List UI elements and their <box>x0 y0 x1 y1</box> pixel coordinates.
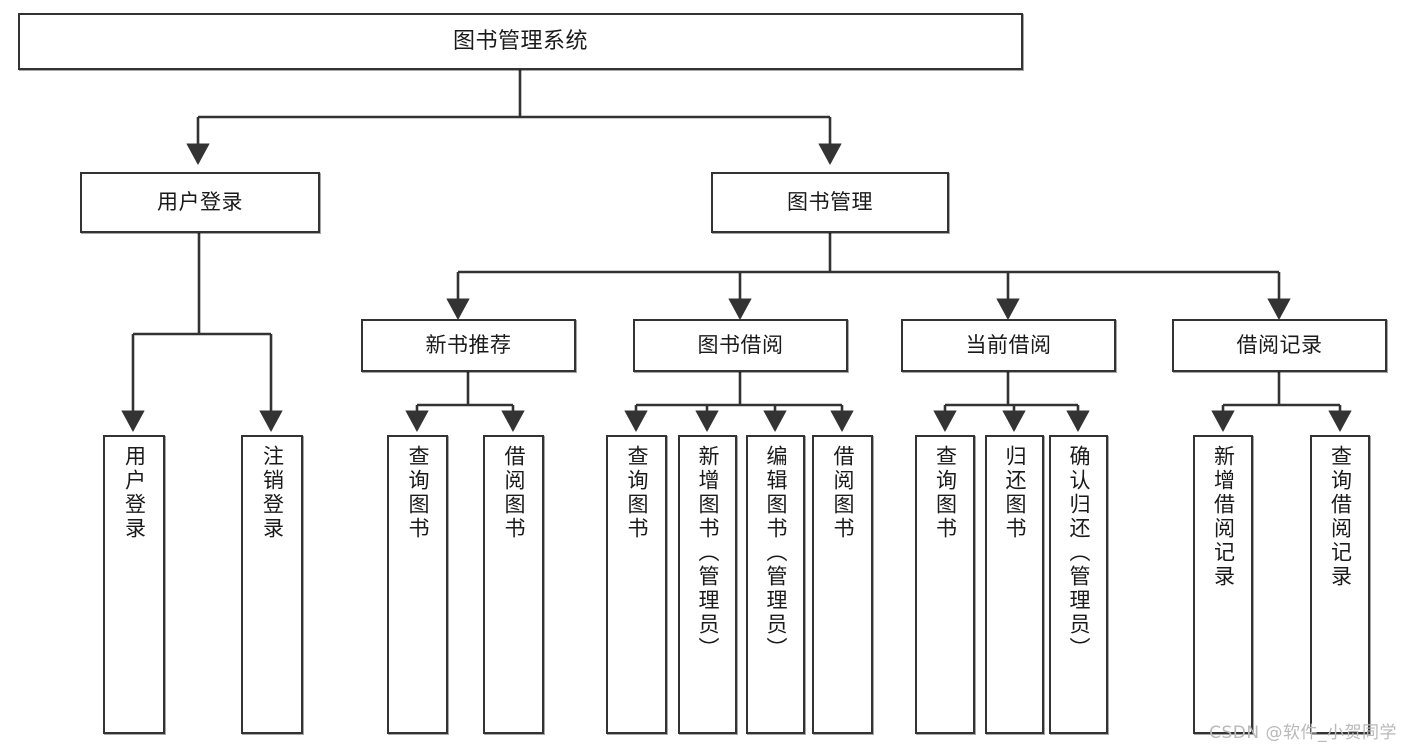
node-leaf-query-book-recommend[interactable]: 查询图书 <box>387 435 448 734</box>
node-leaf-add-book[interactable]: 新增图书（管理员） <box>678 435 737 734</box>
node-leaf-query-borrow-record-label: 查询借阅记录 <box>1328 445 1353 589</box>
node-root-system[interactable]: 图书管理系统 <box>18 13 1023 70</box>
node-book-borrow-label: 图书借阅 <box>697 333 784 358</box>
node-borrow-record-label: 借阅记录 <box>1236 333 1323 358</box>
node-leaf-query-borrow-record[interactable]: 查询借阅记录 <box>1310 435 1370 734</box>
node-leaf-borrow-book[interactable]: 借阅图书 <box>812 435 873 734</box>
node-new-book-recommend-label: 新书推荐 <box>425 333 512 358</box>
node-leaf-add-book-label: 新增图书（管理员） <box>696 445 720 661</box>
node-leaf-query-book-borrow[interactable]: 查询图书 <box>606 435 667 734</box>
node-leaf-query-book-recommend-label: 查询图书 <box>406 445 430 541</box>
node-leaf-query-book-current[interactable]: 查询图书 <box>915 435 975 734</box>
node-leaf-borrow-book-recommend[interactable]: 借阅图书 <box>483 435 544 734</box>
node-leaf-user-login[interactable]: 用户登录 <box>103 435 165 734</box>
node-new-book-recommend[interactable]: 新书推荐 <box>361 319 576 372</box>
node-user-login[interactable]: 用户登录 <box>80 172 320 233</box>
node-leaf-confirm-return-label: 确认归还（管理员） <box>1067 445 1091 661</box>
node-book-management-label: 图书管理 <box>787 190 873 215</box>
node-leaf-return-book[interactable]: 归还图书 <box>985 435 1044 734</box>
node-leaf-add-borrow-record[interactable]: 新增借阅记录 <box>1193 435 1253 734</box>
node-leaf-borrow-book-label: 借阅图书 <box>831 445 855 541</box>
node-leaf-borrow-book-recommend-label: 借阅图书 <box>502 445 526 541</box>
node-book-management[interactable]: 图书管理 <box>711 172 949 233</box>
node-leaf-query-book-borrow-label: 查询图书 <box>625 445 649 541</box>
node-root-label: 图书管理系统 <box>452 28 588 54</box>
node-leaf-add-borrow-record-label: 新增借阅记录 <box>1211 445 1236 589</box>
node-leaf-edit-book-label: 编辑图书（管理员） <box>764 445 788 661</box>
node-book-borrow[interactable]: 图书借阅 <box>633 319 848 372</box>
node-leaf-query-book-current-label: 查询图书 <box>933 445 958 541</box>
node-current-borrow-label: 当前借阅 <box>965 333 1052 358</box>
node-user-login-label: 用户登录 <box>157 190 243 215</box>
node-leaf-confirm-return[interactable]: 确认归还（管理员） <box>1049 435 1108 734</box>
node-leaf-user-login-label: 用户登录 <box>122 445 147 541</box>
node-leaf-edit-book[interactable]: 编辑图书（管理员） <box>746 435 805 734</box>
node-leaf-return-book-label: 归还图书 <box>1003 445 1027 541</box>
node-borrow-record[interactable]: 借阅记录 <box>1172 319 1387 372</box>
node-leaf-logout-label: 注销登录 <box>260 445 285 541</box>
node-current-borrow[interactable]: 当前借阅 <box>901 319 1116 372</box>
node-leaf-logout[interactable]: 注销登录 <box>241 435 303 734</box>
